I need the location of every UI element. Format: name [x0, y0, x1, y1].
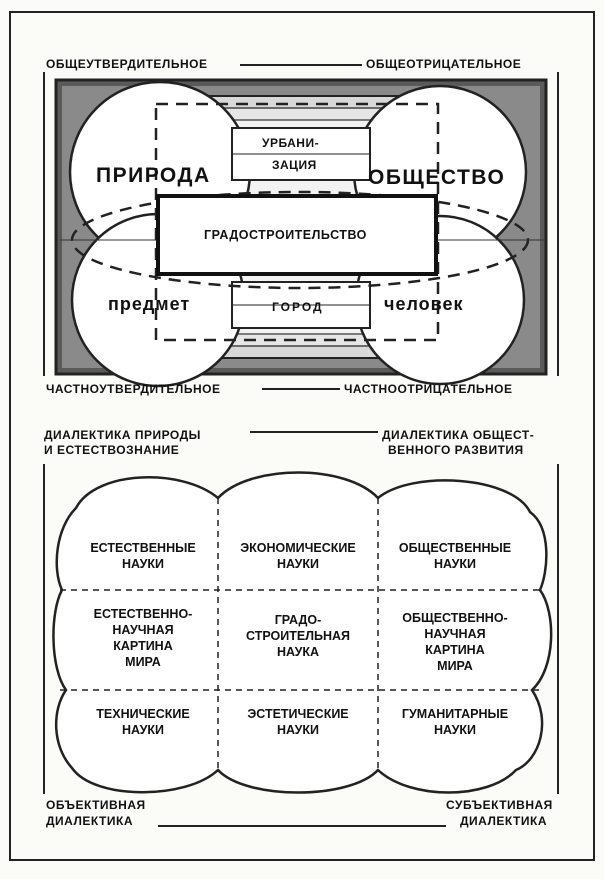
center-box-label: ГРАДОСТРОИТЕЛЬСТВО: [204, 228, 367, 242]
footer-right-line2: ДИАЛЕКТИКА: [460, 814, 547, 828]
circle-label-chelovek: человек: [384, 294, 464, 314]
footer-left-line2: ДИАЛЕКТИКА: [46, 814, 133, 828]
circle-label-priroda: ПРИРОДА: [96, 164, 211, 187]
label-chastnoutverditelnoe: ЧАСТНОУТВЕРДИТЕЛЬНОЕ: [46, 382, 221, 396]
header-right-line2: ВЕННОГО РАЗВИТИЯ: [388, 443, 524, 457]
circle-label-obshchestvo: ОБЩЕСТВО: [368, 166, 506, 189]
cloud-outline: [52, 471, 553, 794]
cell-gradostroitelnaya-nauka: ГРАДО-СТРОИТЕЛЬНАЯ НАУКА: [246, 613, 350, 659]
band-label-zatsiya: ЗАЦИЯ: [272, 158, 317, 172]
outer-frame: [9, 11, 595, 861]
circle-label-predmet: предмет: [108, 294, 191, 314]
label-obshcheotritsatelnoe: ОБЩЕОТРИЦАТЕЛЬНОЕ: [366, 57, 522, 71]
header-right-line1: ДИАЛЕКТИКА ОБЩЕСТ-: [382, 428, 535, 442]
center-box: [156, 194, 438, 276]
label-chastnootritsatelnoe: ЧАСТНООТРИЦАТЕЛЬНОЕ: [344, 382, 513, 396]
band-label-gorod: ГОРОД: [272, 300, 324, 314]
footer-left-line1: ОБЪЕКТИВНАЯ: [46, 798, 146, 812]
footer-right-line1: СУБЪЕКТИВНАЯ: [446, 798, 553, 812]
band-label-urbani: УРБАНИ-: [262, 136, 320, 150]
label-obshcheutverditelnoe: ОБЩЕУТВЕРДИТЕЛЬНОЕ: [46, 57, 208, 71]
header-left-line2: И ЕСТЕСТВОЗНАНИЕ: [44, 443, 180, 457]
header-left-line1: ДИАЛЕКТИКА ПРИРОДЫ: [44, 428, 201, 442]
